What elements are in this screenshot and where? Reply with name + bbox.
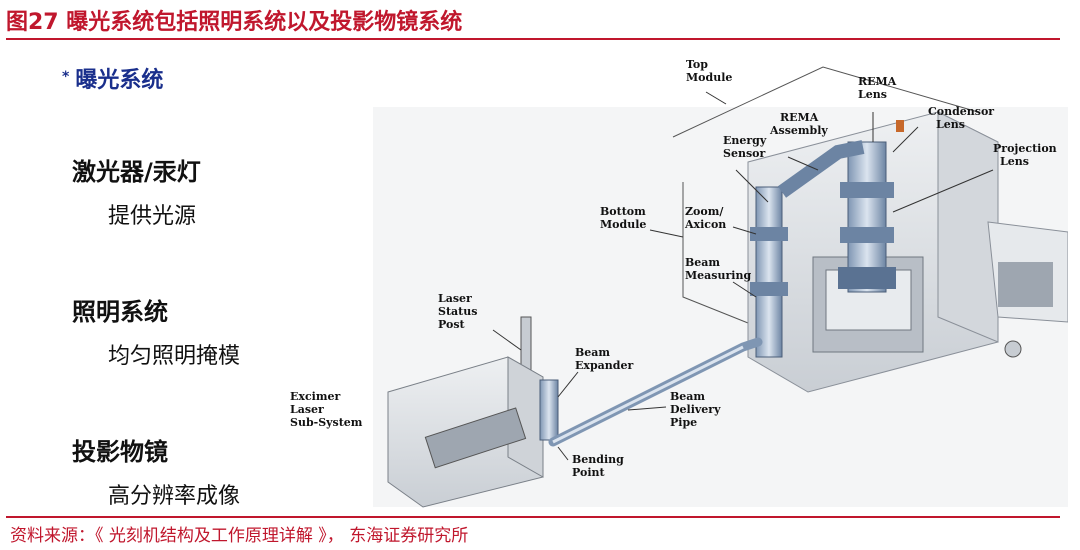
label-beam-delivery-pipe: Beam Delivery Pipe [670,390,724,429]
label-top-module: Top Module [686,58,732,84]
label-beam-expander: Beam Expander [575,346,633,372]
footer-divider [6,516,1060,518]
section-desc-light-source: 提供光源 [108,204,197,229]
label-bottom-module: Bottom Module [600,205,650,231]
laser-status-post [520,316,532,373]
title-divider [6,38,1060,40]
section-title-light-source: 激光器/汞灯 [72,158,201,186]
label-condensor-lens: Condensor Lens [928,105,998,131]
label-projection-lens: Projection Lens [993,142,1061,168]
label-rema-lens: REMA Lens [858,75,900,101]
label-excimer-laser: Excimer Laser Sub-System [290,390,363,429]
source-note: 资料来源：《 光刻机结构及工作原理详解 》， 东海证券研究所 [10,526,469,546]
exposure-system-heading: * 曝光系统 [62,62,163,94]
section-title-projection: 投影物镜 [72,438,168,466]
top-module-frame [672,66,979,138]
heading-text: 曝光系统 [75,68,164,93]
section-title-illumination: 照明系统 [72,298,168,326]
label-bending-point: Bending Point [572,453,628,479]
lithography-exposure-diagram: Top Module REMA Lens Condensor Lens REMA… [290,58,1068,508]
beam-expander [539,379,559,441]
illuminator-column [750,140,865,358]
bottom-module-frame [682,182,759,328]
section-desc-illumination: 均匀照明掩模 [108,344,241,369]
bullet-star-icon: * [62,69,70,85]
section-desc-projection: 高分辨率成像 [108,484,241,509]
condensor-indicator [896,120,904,132]
label-zoom-axicon: Zoom/ Axicon [684,205,727,231]
label-energy-sensor: Energy Sensor [723,134,770,160]
label-laser-status-post: Laser Status Post [438,292,481,331]
excimer-laser-cabinet [387,356,544,508]
label-rema-assembly: REMA Assembly [769,111,828,137]
projection-lens-column [838,141,896,293]
figure-title: 图27 曝光系统包括照明系统以及投影物镜系统 [6,10,463,35]
label-beam-measuring: Beam Measuring [685,256,751,282]
